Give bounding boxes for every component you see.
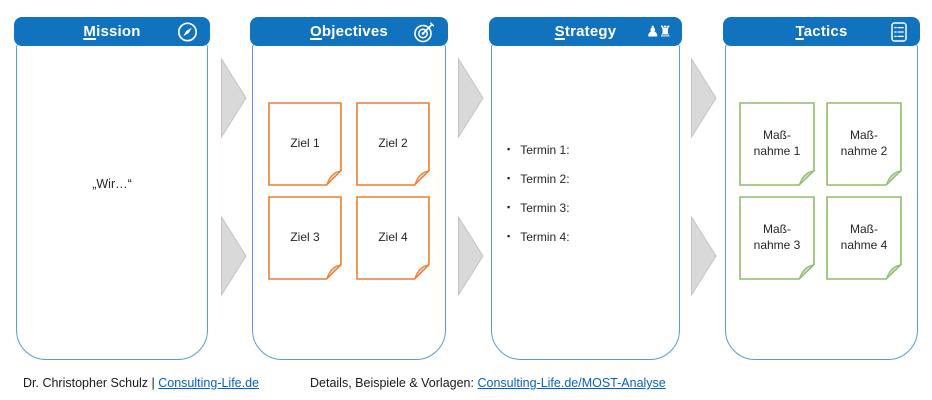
objectives-header: Objectives bbox=[250, 17, 448, 46]
sticky-note-ziel-3: Ziel 3 bbox=[268, 196, 342, 280]
objectives-body: Ziel 1 Ziel 2 Ziel 3 bbox=[252, 44, 446, 360]
note-shape bbox=[356, 102, 430, 186]
tactics-header: Tactics bbox=[723, 17, 920, 46]
consulting-life-link[interactable]: Consulting-Life.de bbox=[158, 376, 260, 390]
checklist-icon bbox=[889, 21, 909, 43]
mission-panel: Mission „Wir…“ bbox=[14, 17, 210, 360]
mission-title: Mission bbox=[83, 23, 141, 40]
note-label: Maß- nahme 3 bbox=[753, 222, 801, 252]
footer-details: Details, Beispiele & Vorlagen: Consultin… bbox=[310, 376, 666, 390]
note-shape bbox=[826, 196, 902, 280]
strategy-header: Strategy ♟♜ bbox=[489, 17, 682, 46]
note-shape bbox=[268, 196, 342, 280]
chess-pieces-icon: ♟♜ bbox=[646, 22, 672, 40]
note-shape bbox=[739, 196, 815, 280]
sticky-note-massnahme-4: Maß- nahme 4 bbox=[826, 196, 902, 280]
tactics-notes-grid: Maß- nahme 1 Maß- nahme 2 Maß- nahme 3 bbox=[739, 102, 902, 280]
tactics-body: Maß- nahme 1 Maß- nahme 2 Maß- nahme 3 bbox=[725, 44, 918, 360]
objectives-notes-grid: Ziel 1 Ziel 2 Ziel 3 bbox=[268, 102, 430, 280]
note-label: Ziel 2 bbox=[378, 136, 408, 151]
sticky-note-ziel-1: Ziel 1 bbox=[268, 102, 342, 186]
flow-arrow-icon bbox=[221, 216, 247, 296]
compass-icon bbox=[176, 20, 199, 43]
list-item-text: Termin 1: bbox=[520, 142, 570, 157]
list-item-termin-3: Termin 3: bbox=[507, 193, 671, 222]
note-shape bbox=[356, 196, 430, 280]
list-item-termin-2: Termin 2: bbox=[507, 164, 671, 193]
note-shape bbox=[739, 102, 815, 186]
list-item-termin-4: Termin 4: bbox=[507, 222, 671, 251]
sticky-note-massnahme-1: Maß- nahme 1 bbox=[739, 102, 815, 186]
footer-author: Dr. Christopher Schulz | Consulting-Life… bbox=[23, 376, 259, 390]
note-shape bbox=[268, 102, 342, 186]
note-label: Maß- nahme 1 bbox=[753, 128, 801, 158]
tactics-panel: Tactics M bbox=[723, 17, 920, 360]
details-text: Details, Beispiele & Vorlagen: bbox=[310, 376, 478, 390]
strategy-panel: Strategy ♟♜ Termin 1: Termin 2: Termin 3… bbox=[489, 17, 682, 360]
strategy-title: Strategy bbox=[554, 23, 617, 40]
note-label: Maß- nahme 4 bbox=[840, 222, 888, 252]
note-label: Ziel 3 bbox=[290, 230, 320, 245]
flow-arrow-icon bbox=[221, 58, 247, 138]
target-arrow-icon bbox=[413, 20, 437, 43]
mission-body: „Wir…“ bbox=[16, 44, 208, 360]
note-label: Ziel 4 bbox=[378, 230, 408, 245]
list-item-text: Termin 4: bbox=[520, 229, 570, 244]
strategy-list: Termin 1: Termin 2: Termin 3: Termin 4: bbox=[507, 135, 671, 251]
mission-header: Mission bbox=[14, 17, 210, 46]
sticky-note-massnahme-3: Maß- nahme 3 bbox=[739, 196, 815, 280]
mission-statement: „Wir…“ bbox=[92, 177, 132, 191]
flow-arrow-icon bbox=[691, 216, 717, 296]
note-shape bbox=[826, 102, 902, 186]
flow-arrow-icon bbox=[691, 58, 717, 138]
sticky-note-ziel-4: Ziel 4 bbox=[356, 196, 430, 280]
tactics-title: Tactics bbox=[795, 23, 848, 40]
sticky-note-ziel-2: Ziel 2 bbox=[356, 102, 430, 186]
objectives-panel: Objectives Ziel 1 bbox=[250, 17, 448, 360]
objectives-title: Objectives bbox=[310, 23, 388, 40]
note-label: Ziel 1 bbox=[290, 136, 320, 151]
list-item-termin-1: Termin 1: bbox=[507, 135, 671, 164]
list-item-text: Termin 2: bbox=[520, 171, 570, 186]
list-item-text: Termin 3: bbox=[520, 200, 570, 215]
author-text: Dr. Christopher Schulz | bbox=[23, 376, 159, 390]
flow-arrow-icon bbox=[458, 58, 484, 138]
most-analyse-link[interactable]: Consulting-Life.de/MOST-Analyse bbox=[477, 376, 666, 390]
strategy-body: Termin 1: Termin 2: Termin 3: Termin 4: bbox=[491, 44, 680, 360]
note-label: Maß- nahme 2 bbox=[840, 128, 888, 158]
sticky-note-massnahme-2: Maß- nahme 2 bbox=[826, 102, 902, 186]
flow-arrow-icon bbox=[458, 216, 484, 296]
